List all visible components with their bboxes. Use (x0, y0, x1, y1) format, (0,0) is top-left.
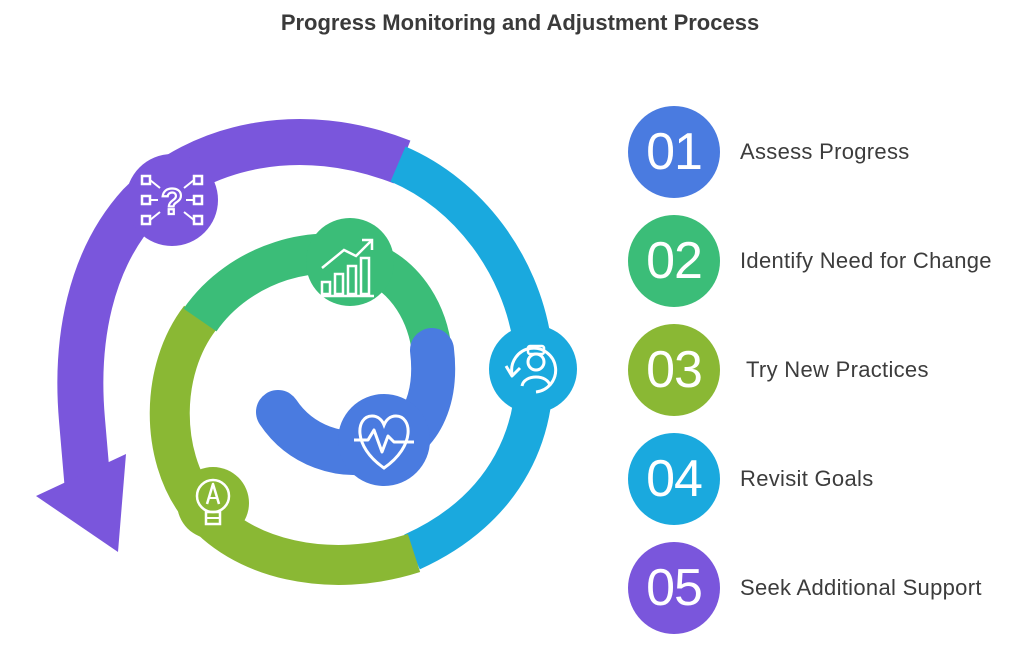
step-number-badge: 02 (628, 215, 720, 307)
step-item-02: 02 Identify Need for Change (628, 213, 1018, 309)
diagram-title: Progress Monitoring and Adjustment Proce… (280, 10, 760, 35)
person-refresh-icon (489, 325, 577, 413)
step-number-badge: 03 (628, 324, 720, 416)
step-label: Identify Need for Change (740, 248, 992, 273)
bar-chart-trend-icon (306, 218, 394, 306)
step-label: Assess Progress (740, 139, 910, 164)
heart-pulse-icon (338, 394, 430, 486)
step-item-05: 05 Seek Additional Support (628, 540, 1018, 636)
lightbulb-pen-icon (177, 467, 249, 539)
spiral-diagram: ? (36, 119, 577, 585)
step-label: Try New Practices (740, 357, 929, 382)
step-label: Revisit Goals (740, 466, 874, 491)
step-item-04: 04 Revisit Goals (628, 431, 1018, 527)
step-number-badge: 01 (628, 106, 720, 198)
step-item-03: 03 Try New Practices (628, 322, 1018, 418)
step-label: Seek Additional Support (740, 575, 982, 600)
step-item-01: 01 Assess Progress (628, 104, 1018, 200)
step-number-badge: 05 (628, 542, 720, 634)
step-number-badge: 04 (628, 433, 720, 525)
question-network-icon: ? (126, 154, 218, 246)
svg-text:?: ? (161, 181, 183, 222)
